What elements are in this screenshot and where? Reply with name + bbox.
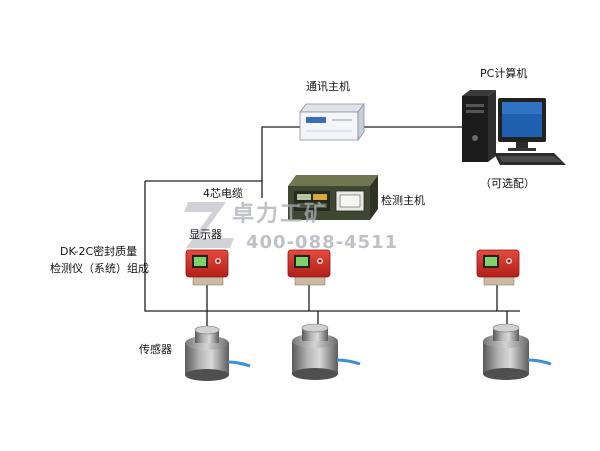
pc-label: PC计算机	[480, 67, 528, 80]
display-units	[185, 249, 520, 286]
comm-link-line	[261, 126, 300, 198]
display-unit-1	[185, 249, 229, 286]
detect-host-device	[288, 175, 378, 220]
display-unit-3	[476, 249, 520, 286]
bus-line	[144, 181, 520, 312]
sensor-unit-2	[292, 323, 361, 380]
detect-host-label: 检测主机	[381, 194, 425, 207]
watermark-phone: 400-088-4511	[246, 232, 399, 253]
sensor-label: 传感器	[139, 343, 172, 356]
system-title-line1: DK-2C密封质量	[60, 245, 138, 258]
pc-computer	[462, 90, 566, 165]
sensor-unit-3	[483, 323, 552, 380]
display-unit-2	[287, 249, 331, 286]
display-label: 显示器	[189, 228, 222, 241]
cable-label: 4芯电缆	[203, 187, 243, 200]
sensor-unit-1	[185, 325, 251, 381]
sensor-units	[185, 323, 552, 381]
comm-host-label: 通讯主机	[306, 80, 350, 93]
system-title-line2: 检测仪（系统）组成	[50, 262, 149, 275]
watermark-brand: 卓力工矿	[232, 202, 329, 227]
optional-label: （可选配）	[480, 177, 535, 190]
watermark-logo-icon	[184, 202, 234, 248]
comm-host-device	[299, 102, 365, 142]
